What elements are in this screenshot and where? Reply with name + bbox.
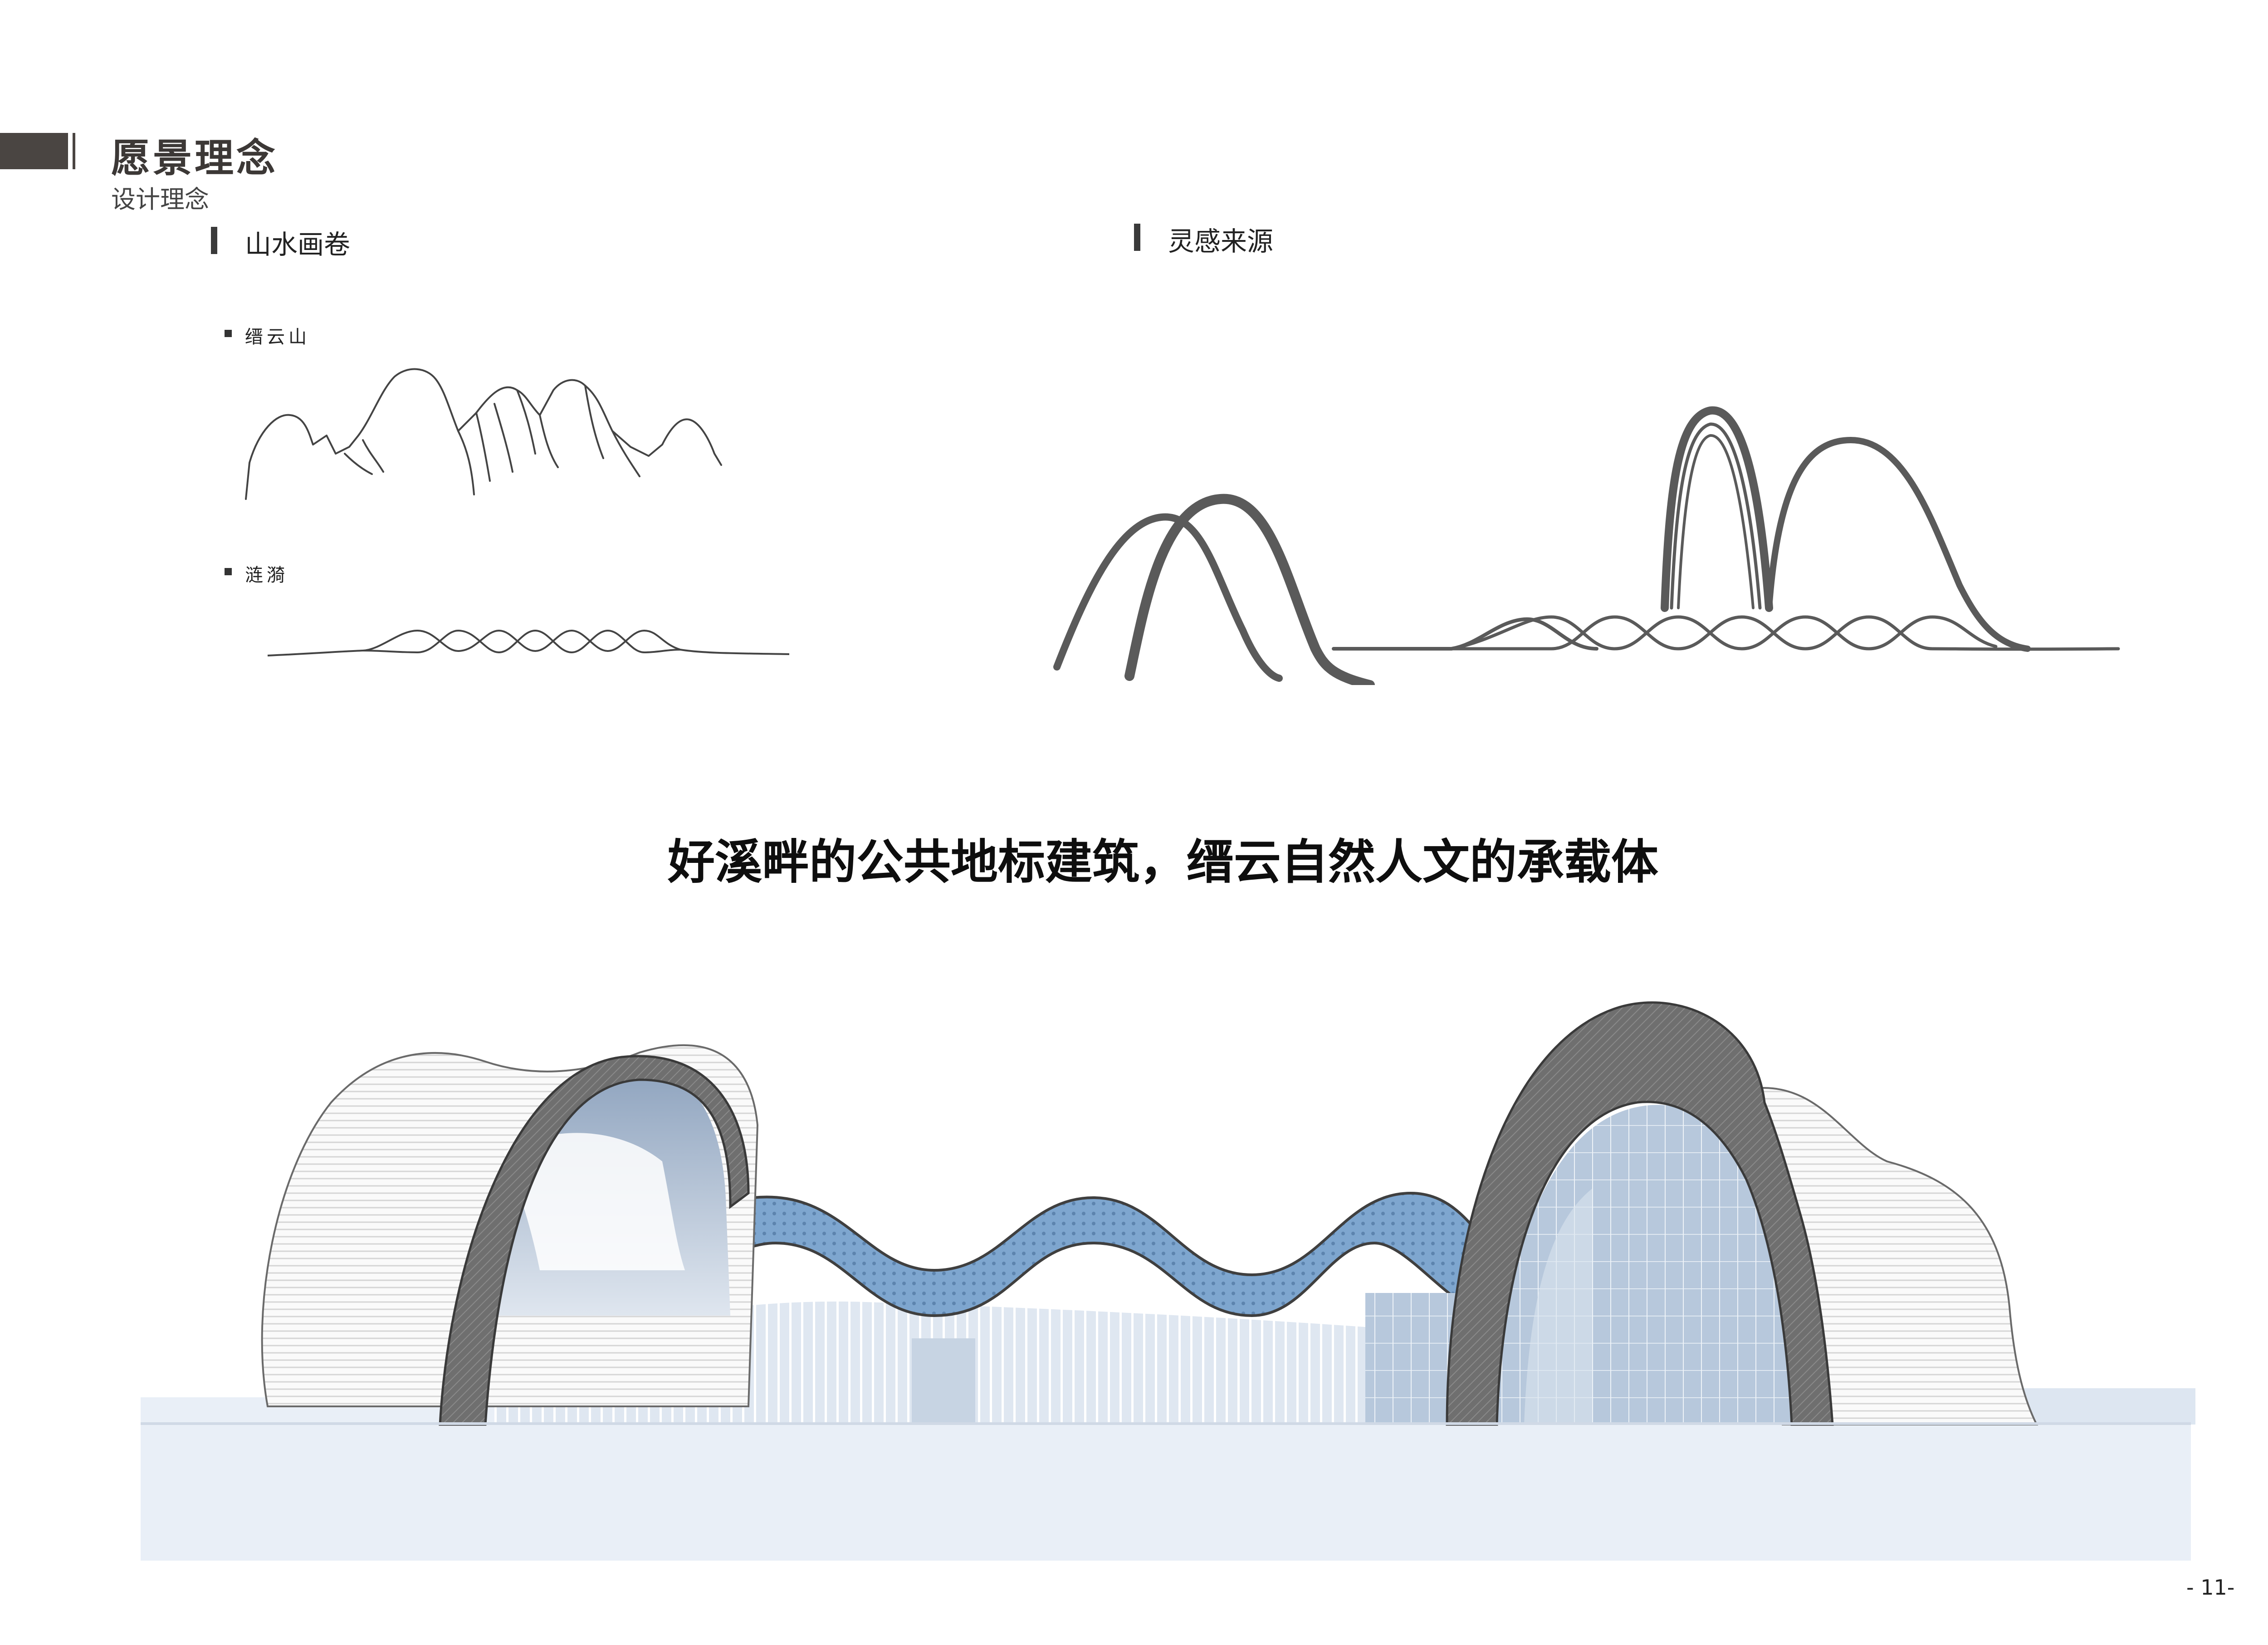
header-divider [73,133,75,169]
slogan-heading: 好溪畔的公共地标建筑，缙云自然人文的承载体 [667,834,1658,890]
page-title: 愿景理念 [111,136,278,181]
page-number: - 11- [2186,1575,2235,1600]
item-label-ripple: 涟漪 [245,565,288,586]
bullet-icon [225,568,232,575]
ripple-wave-icon [267,629,790,656]
section-marker-right [1134,224,1140,251]
mountain-sketch-icon [245,368,722,500]
header-accent-bar [0,133,68,169]
page-subtitle: 设计理念 [111,185,209,214]
section-label-shanshui: 山水画卷 [245,229,351,260]
inspiration-arches-icon [1053,406,2120,685]
item-label-jinyun-mountain: 缙云山 [245,327,310,348]
building-render-illustration [141,1001,2195,1561]
section-marker-left [211,227,217,254]
bullet-icon [225,330,232,337]
section-label-inspiration: 灵感来源 [1168,226,1274,257]
